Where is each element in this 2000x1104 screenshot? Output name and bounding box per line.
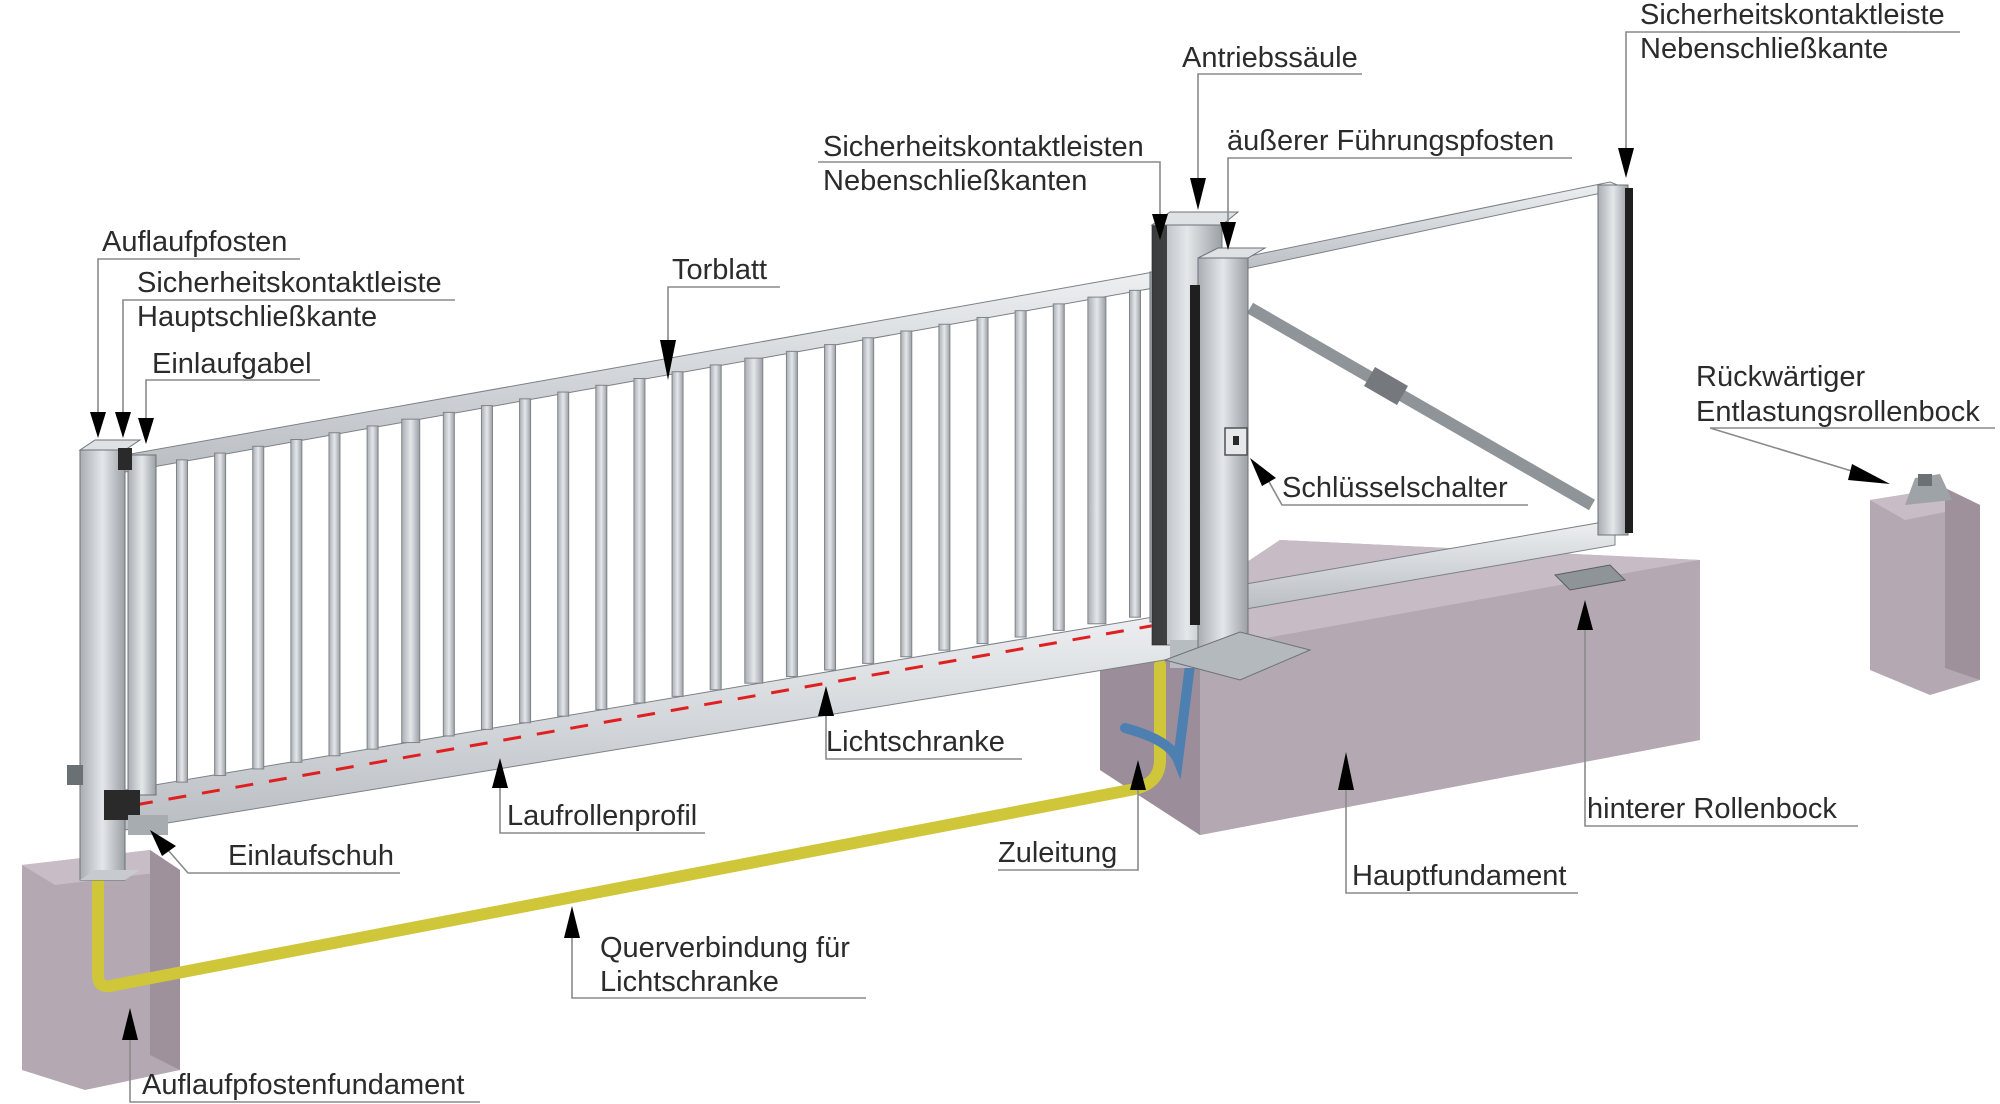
label-aeusserer-fuehrungspfosten: äußerer Führungspfosten bbox=[1220, 125, 1572, 250]
label-zuleitung: Zuleitung bbox=[998, 760, 1146, 871]
gate-bar bbox=[214, 452, 227, 777]
svg-text:Entlastungsrollenbock: Entlastungsrollenbock bbox=[1696, 396, 1980, 428]
svg-text:Lichtschranke: Lichtschranke bbox=[826, 726, 1005, 758]
label-laufrollenprofil: Laufrollenprofil bbox=[492, 758, 705, 834]
label-lichtschranke: Lichtschranke bbox=[818, 686, 1022, 760]
svg-text:Nebenschließkanten: Nebenschließkanten bbox=[823, 165, 1087, 197]
gate-bar bbox=[938, 323, 951, 651]
gate-bar bbox=[366, 425, 379, 750]
gate-bar bbox=[480, 405, 493, 730]
svg-text:Antriebssäule: Antriebssäule bbox=[1182, 42, 1358, 74]
gate-bar bbox=[824, 344, 837, 671]
label-einlaufschuh: Einlaufschuh bbox=[150, 830, 400, 874]
supply-cable bbox=[1120, 660, 1195, 780]
svg-text:Sicherheitskontaktleisten: Sicherheitskontaktleisten bbox=[823, 131, 1144, 163]
key-switch bbox=[1224, 427, 1248, 456]
gate-bar bbox=[1052, 303, 1065, 631]
svg-text:äußerer Führungspfosten: äußerer Führungspfosten bbox=[1227, 125, 1554, 157]
svg-text:Auflaufpfosten: Auflaufpfosten bbox=[102, 226, 287, 258]
gate-bars bbox=[176, 289, 1141, 783]
label-querverbindung-fuer-lichtschranke: Querverbindung für Lichtschranke bbox=[564, 906, 866, 999]
svg-text:Lichtschranke: Lichtschranke bbox=[600, 966, 779, 998]
gate-bar bbox=[709, 364, 722, 691]
svg-text:Auflaufpfostenfundament: Auflaufpfostenfundament bbox=[142, 1069, 464, 1101]
gate-bar bbox=[976, 316, 989, 645]
svg-text:Sicherheitskontaktleiste: Sicherheitskontaktleiste bbox=[137, 267, 442, 299]
light-barrier-beam bbox=[134, 618, 1186, 807]
svg-text:Querverbindung für: Querverbindung für bbox=[600, 932, 850, 964]
label-schluesselschalter: Schlüsselschalter bbox=[1250, 458, 1528, 506]
rear-roller-block bbox=[1905, 474, 1952, 505]
svg-text:Nebenschließkante: Nebenschließkante bbox=[1640, 33, 1888, 65]
gate-bar bbox=[595, 384, 608, 711]
gate-bar bbox=[1129, 289, 1141, 618]
gate-bar bbox=[744, 357, 764, 684]
svg-text:Laufrollenprofil: Laufrollenprofil bbox=[507, 800, 697, 832]
rear-roller-block-foundation bbox=[1870, 488, 1980, 695]
label-auflaufpfostenfundament: Auflaufpfostenfundament bbox=[122, 1008, 480, 1103]
gate-bar bbox=[176, 459, 188, 783]
gate-bar bbox=[671, 371, 684, 697]
rear-roller-bearing bbox=[1553, 564, 1627, 591]
label-sicherheitskontaktleisten-nebenschliesskanten: Sicherheitskontaktleisten Nebenschließka… bbox=[818, 131, 1168, 240]
label-sicherheitskontaktleiste-hauptschliesskante: Sicherheitskontaktleiste Hauptschließkan… bbox=[115, 267, 455, 438]
gate-bar bbox=[401, 418, 421, 744]
label-antriebssaeule: Antriebssäule bbox=[1182, 42, 1362, 210]
label-auflaufpfosten: Auflaufpfosten bbox=[90, 226, 300, 438]
outer-guide-post bbox=[1163, 247, 1312, 681]
svg-text:Einlaufschuh: Einlaufschuh bbox=[228, 840, 394, 872]
label-torblatt: Torblatt bbox=[660, 254, 780, 380]
label-sicherheitskontaktleiste-nebenschliesskante: Sicherheitskontaktleiste Nebenschließkan… bbox=[1618, 0, 1960, 178]
svg-text:Schlüsselschalter: Schlüsselschalter bbox=[1282, 472, 1508, 504]
gate-bar bbox=[442, 411, 455, 737]
gate-bar bbox=[633, 377, 646, 704]
gate-bar bbox=[1014, 310, 1027, 638]
gate-leaf bbox=[124, 181, 1633, 831]
svg-text:Zuleitung: Zuleitung bbox=[998, 837, 1117, 869]
gate-bar bbox=[1087, 296, 1107, 625]
cross-connection-cable bbox=[92, 659, 1166, 993]
label-einlaufgabel: Einlaufgabel bbox=[138, 348, 320, 444]
auflaufpfosten-post bbox=[67, 439, 168, 881]
label-hauptfundament: Hauptfundament bbox=[1338, 752, 1578, 894]
svg-text:Hauptschließkante: Hauptschließkante bbox=[137, 301, 377, 333]
svg-text:Hauptfundament: Hauptfundament bbox=[1352, 860, 1566, 892]
svg-text:Rückwärtiger: Rückwärtiger bbox=[1696, 361, 1866, 393]
gate-bar bbox=[519, 398, 532, 724]
gate-bar bbox=[785, 350, 798, 678]
svg-text:hinterer Rollenbock: hinterer Rollenbock bbox=[1587, 793, 1837, 825]
label-hinterer-rollenbock: hinterer Rollenbock bbox=[1577, 600, 1858, 827]
gate-bar bbox=[328, 432, 341, 757]
label-rueckwaertiger-entlastungsrollenbock: Rückwärtiger Entlastungsrollenbock bbox=[1696, 361, 1995, 484]
gate-bar bbox=[862, 337, 875, 664]
svg-text:Sicherheitskontaktleiste: Sicherheitskontaktleiste bbox=[1640, 0, 1945, 31]
gate-bar bbox=[290, 439, 303, 763]
svg-text:Torblatt: Torblatt bbox=[672, 254, 767, 286]
gate-bar bbox=[557, 391, 570, 717]
gate-bar bbox=[900, 330, 913, 658]
main-foundation bbox=[1100, 540, 1700, 835]
gate-bar bbox=[252, 445, 265, 770]
svg-text:Einlaufgabel: Einlaufgabel bbox=[152, 348, 312, 380]
